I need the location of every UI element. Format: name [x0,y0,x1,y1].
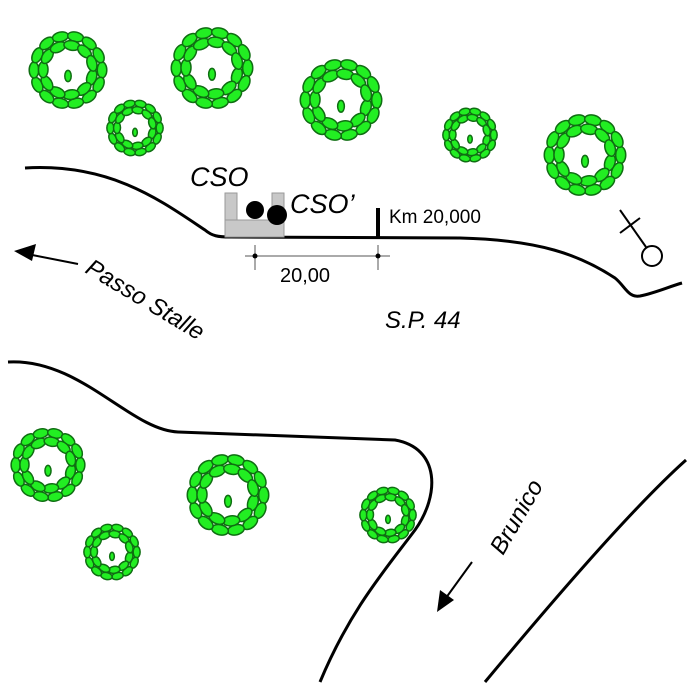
label-passo-stalle: Passo Stalle [81,254,209,346]
label-cso-prime: CSO’ [290,189,356,219]
tree-icon [170,27,254,109]
label-cso: CSO [190,162,249,192]
tree-icon [83,523,141,581]
sensor-dot-icon-cso-prime [267,205,287,225]
road-brunico-east-edge [483,458,687,683]
label-brunico: Brunico [485,475,549,559]
tree-icon [28,31,108,109]
road-sp44-south-edge [7,360,434,683]
km-marker-post [376,208,380,238]
tree-icon [543,114,627,196]
label-road-name: S.P. 44 [385,307,461,334]
arrow-icon-west [14,244,79,265]
sensor-dot-icon-cso [246,201,264,219]
tree-icon [10,428,86,502]
tree-icon [299,59,383,141]
cross-landmark-icon [619,209,663,267]
tree-icon [442,107,498,163]
road-sp44-north-edge [24,166,683,298]
tree-icon [359,486,417,544]
tree-icon [106,99,164,157]
label-km: Km 20,000 [389,207,481,228]
trees [10,27,627,581]
label-distance: 20,00 [280,265,330,287]
arrow-icon-south [437,561,473,612]
tree-icon [186,454,270,536]
